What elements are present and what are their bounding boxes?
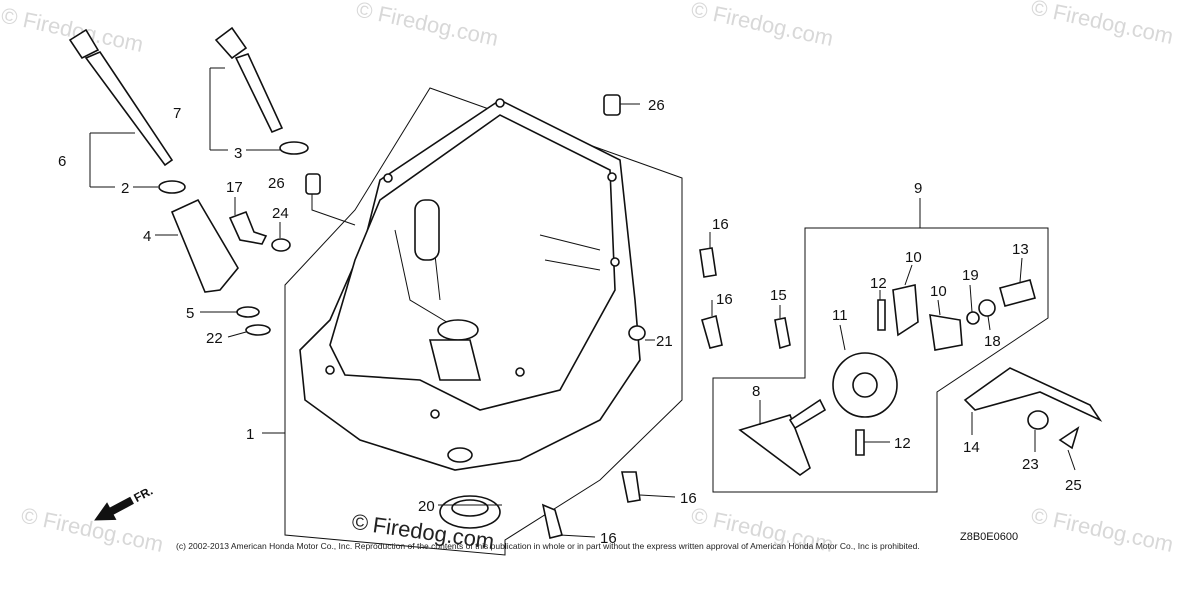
oil-dipstick-long <box>68 28 174 167</box>
watermark-text: © Firedog.com <box>0 2 146 57</box>
washer-22 <box>245 324 271 336</box>
callout-18: 18 <box>984 333 1001 350</box>
flange-bolt-16c <box>621 471 641 503</box>
governor-holder-8 <box>738 414 811 476</box>
bolt-15 <box>774 317 791 350</box>
crankcase-group-outline <box>284 87 683 556</box>
callout-6: 6 <box>58 153 66 170</box>
o-ring-5 <box>236 306 260 318</box>
governor-shaft <box>788 398 827 430</box>
governor-weight-10b <box>929 314 963 351</box>
callout-22: 22 <box>206 330 223 347</box>
governor-gear-hub <box>852 372 878 398</box>
callout-3: 3 <box>234 145 242 162</box>
dowel-pin-26b <box>305 173 321 195</box>
drain-bolt-17 <box>228 210 268 245</box>
callout-16c: 16 <box>680 490 697 507</box>
callout-16b: 16 <box>716 291 733 308</box>
callout-12a: 12 <box>870 275 887 292</box>
washer-21 <box>628 325 646 341</box>
watermark-text: © Firedog.com <box>689 0 836 51</box>
flange-bolt-16b <box>701 314 723 349</box>
callout-26b: 26 <box>268 175 285 192</box>
crankcase-cover <box>299 98 641 471</box>
pin-12a <box>877 299 886 331</box>
watermark-text: © Firedog.com <box>354 0 501 51</box>
callout-16d: 16 <box>600 530 617 547</box>
flange-bolt-16a <box>699 247 717 278</box>
callout-2: 2 <box>121 180 129 197</box>
arrow-left-icon <box>94 496 134 521</box>
callout-10a: 10 <box>905 249 922 266</box>
callout-21: 21 <box>656 333 673 350</box>
governor-slider-13 <box>999 279 1036 307</box>
front-label: FR. <box>131 484 155 505</box>
clip-19 <box>966 311 980 325</box>
callout-9: 9 <box>914 180 922 197</box>
callout-25: 25 <box>1065 477 1082 494</box>
callout-10b: 10 <box>930 283 947 300</box>
callout-14: 14 <box>963 439 980 456</box>
oil-filler-neck <box>170 198 239 293</box>
callout-19: 19 <box>962 267 979 284</box>
callout-17: 17 <box>226 179 243 196</box>
washer-24 <box>271 238 291 252</box>
dowel-pin-26a <box>603 94 621 116</box>
washer-18 <box>978 299 996 317</box>
callout-7: 7 <box>173 105 181 122</box>
oil-seal-inner <box>451 499 489 517</box>
leader-lines <box>89 67 1076 538</box>
clip-25 <box>1058 426 1080 450</box>
washer-23 <box>1027 410 1049 430</box>
callout-5: 5 <box>186 305 194 322</box>
callout-24: 24 <box>272 205 289 222</box>
callout-labels: 6 7 2 3 4 5 22 17 24 26 26 16 16 21 1 16… <box>58 97 1082 547</box>
watermark-text: © Firedog.com <box>1029 0 1176 49</box>
copyright-notice: (c) 2002-2013 American Honda Motor Co., … <box>176 541 920 551</box>
callout-11: 11 <box>832 307 848 324</box>
watermark-text: © Firedog.com <box>19 502 166 557</box>
governor-group-outline <box>712 227 1049 493</box>
flange-bolt-16d <box>541 503 563 539</box>
callout-23: 23 <box>1022 456 1039 473</box>
governor-arm-14 <box>963 367 1103 422</box>
washer-3 <box>279 141 309 155</box>
callout-26a: 26 <box>648 97 665 114</box>
callout-8: 8 <box>752 383 760 400</box>
washer-2 <box>158 180 186 194</box>
diagram-code: Z8B0E0600 <box>960 531 1018 543</box>
watermark-center-symbol: © <box>352 510 368 535</box>
callout-20: 20 <box>418 498 435 515</box>
governor-weight-10a <box>892 284 919 337</box>
callout-4: 4 <box>143 228 151 245</box>
callout-13: 13 <box>1012 241 1029 258</box>
callout-1: 1 <box>246 426 254 443</box>
oil-filler-cap <box>214 26 284 134</box>
watermark-text: © Firedog.com <box>1029 502 1176 557</box>
callout-15: 15 <box>770 287 787 304</box>
callout-12b: 12 <box>894 435 911 452</box>
callout-16a: 16 <box>712 216 729 233</box>
pin-12b <box>855 429 865 456</box>
